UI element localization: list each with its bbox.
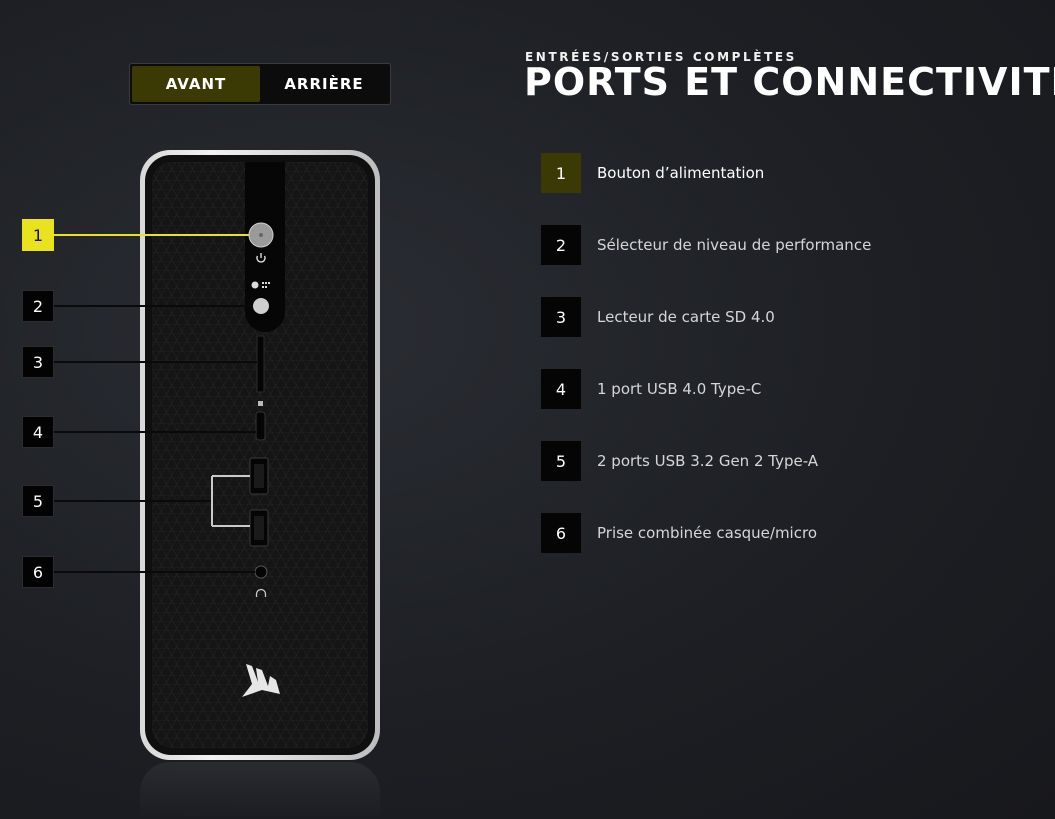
callout-1[interactable]: 1 [22, 219, 54, 251]
page-title: PORTS ET CONNECTIVITÉ [524, 60, 1055, 104]
callout-2[interactable]: 2 [22, 290, 54, 322]
pc-frame [145, 155, 375, 755]
headset-icon [255, 588, 267, 597]
feature-number: 2 [541, 225, 581, 265]
feature-label: Bouton d’alimentation [597, 164, 765, 182]
feature-number: 3 [541, 297, 581, 337]
feature-number: 4 [541, 369, 581, 409]
feature-item-3[interactable]: 3 Lecteur de carte SD 4.0 [541, 297, 1041, 337]
feature-item-1[interactable]: 1 Bouton d’alimentation [541, 153, 1041, 193]
pc-front-panel [140, 150, 380, 760]
feature-number: 6 [541, 513, 581, 553]
tab-back[interactable]: ARRIÈRE [284, 75, 364, 93]
corsair-logo [242, 664, 280, 697]
tab-front[interactable]: AVANT [132, 66, 260, 102]
callout-5[interactable]: 5 [22, 485, 54, 517]
power-icon [256, 253, 266, 263]
device-reflection [140, 762, 380, 819]
callout-6[interactable]: 6 [22, 556, 54, 588]
feature-label: Lecteur de carte SD 4.0 [597, 308, 775, 326]
feature-item-5[interactable]: 5 2 ports USB 3.2 Gen 2 Type-A [541, 441, 1041, 481]
usb-c-icon [258, 401, 263, 406]
usb-c-port [255, 411, 266, 441]
callout-3[interactable]: 3 [22, 346, 54, 378]
feature-item-4[interactable]: 4 1 port USB 4.0 Type-C [541, 369, 1041, 409]
sd-card-slot [256, 335, 265, 393]
performance-icon [251, 281, 270, 289]
feature-label: 1 port USB 4.0 Type-C [597, 380, 762, 398]
feature-number: 1 [541, 153, 581, 193]
mesh-panel [152, 162, 368, 748]
callout-4[interactable]: 4 [22, 416, 54, 448]
usb-a-port-2-tongue [254, 516, 264, 540]
performance-selector-button [253, 298, 269, 314]
usb-a-port-1-tongue [254, 464, 264, 488]
feature-item-6[interactable]: 6 Prise combinée casque/micro [541, 513, 1041, 553]
power-button-dot [259, 233, 263, 237]
audio-jack [254, 565, 268, 579]
front-back-toggle: AVANT ARRIÈRE [129, 63, 391, 105]
section-eyebrow: ENTRÉES/SORTIES COMPLÈTES [525, 50, 797, 64]
feature-label: Prise combinée casque/micro [597, 524, 817, 542]
feature-item-2[interactable]: 2 Sélecteur de niveau de performance [541, 225, 1041, 265]
feature-label: 2 ports USB 3.2 Gen 2 Type-A [597, 452, 819, 470]
feature-label: Sélecteur de niveau de performance [597, 236, 872, 254]
feature-number: 5 [541, 441, 581, 481]
